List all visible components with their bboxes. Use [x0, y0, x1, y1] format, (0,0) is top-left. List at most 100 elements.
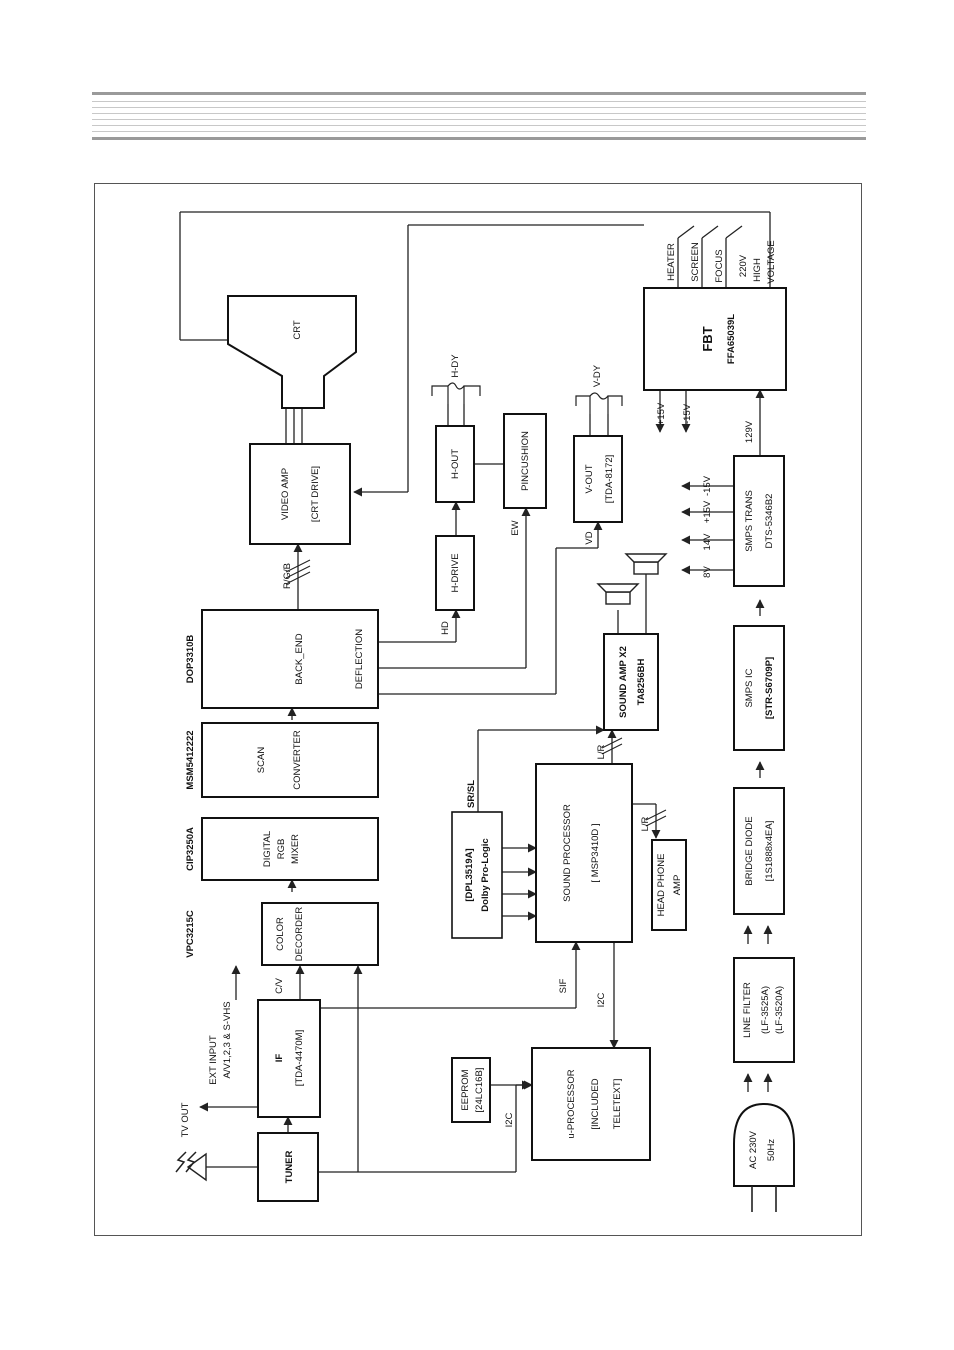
line-filter-label: LINE FILTER: [742, 982, 753, 1038]
rail-8v-label: 8V: [702, 566, 713, 578]
u-processor-label-1: u-PROCESSOR: [566, 1069, 577, 1138]
ew-label: EW: [510, 520, 521, 535]
eeprom-part: [24LC16B]: [474, 1068, 485, 1113]
h-out-block: H-OUT: [435, 425, 475, 503]
rgb-mixer-label-2: RGB: [276, 839, 287, 860]
dolby-block: [DPL3519A] Dolby Pro-Logic: [451, 811, 503, 939]
fbt-plus15v-label: +15V: [656, 402, 667, 425]
h-dy-label: H-DY: [450, 354, 461, 378]
i2c-label-b: I2C: [504, 1112, 515, 1127]
v-dy-coil: V-DY: [575, 364, 623, 414]
headphone-label-1: HEAD PHONE: [656, 854, 667, 917]
page-header-rules: [92, 92, 866, 140]
high-label: HIGH: [752, 258, 763, 282]
smps-trans-label: SMPS TRANS: [744, 490, 755, 552]
if-block: IF [TDA-4470M]: [257, 999, 321, 1118]
fbt-label: FBT: [700, 326, 715, 351]
heater-label: HEATER: [666, 243, 677, 281]
eeprom-label: EEPROM: [460, 1069, 471, 1110]
h-out-label: H-OUT: [450, 449, 461, 479]
dop-block: BACK_END DEFLECTION DOP3310B: [185, 609, 379, 709]
vd-label: VD: [584, 531, 595, 544]
v-out-block: V-OUT [TDA-8172]: [573, 435, 623, 523]
fbt-minus15v-label: -15V: [682, 403, 693, 424]
rail-plus15-label: +15V: [702, 500, 713, 523]
sound-processor-block: SOUND PROCESSOR [ MSP3410D ]: [535, 763, 633, 943]
v-out-label-2: [TDA-8172]: [604, 455, 615, 504]
v220-label: 220V: [738, 254, 749, 277]
dop-backend-label: BACK_END: [294, 633, 305, 684]
rail-minus15-label: -15V: [702, 475, 713, 496]
if-part-label: [TDA-4470M]: [294, 1030, 305, 1087]
voltage-label: VOLTAGE: [766, 240, 777, 283]
cv-label: C/V: [274, 977, 285, 994]
h-dy-coil: H-DY: [431, 354, 481, 404]
pincushion-label: PINCUSHION: [520, 431, 531, 491]
u-processor-block: u-PROCESSOR [INCLUDED TELETEXT]: [531, 1047, 651, 1161]
crt-label: CRT: [292, 320, 303, 340]
color-decoder-label-1: COLOR: [275, 917, 286, 951]
rgb-mixer-part: CIP3250A: [185, 827, 196, 871]
headphone-amp-block: HEAD PHONE AMP: [651, 839, 687, 931]
bridge-diode-part: [1S1888x4EA]: [764, 821, 775, 882]
line-filter-part-1: (LF-3525A): [760, 986, 771, 1034]
sound-amp-part: TA8256BH: [636, 658, 647, 705]
scan-converter-part: MSM5412222: [185, 730, 196, 789]
u-processor-label-3: TELETEXT]: [612, 1079, 623, 1130]
smps-trans-block: SMPS TRANS DTS-5346B2: [733, 455, 785, 587]
video-amp-label-2: [CRT DRIVE]: [310, 466, 321, 522]
dop-deflection-label: DEFLECTION: [354, 629, 365, 689]
smps-ic-part: [STR-S6709P]: [764, 657, 775, 719]
v-out-label-1: V-OUT: [584, 464, 595, 493]
fbt-block: FBT FFA65039L: [643, 287, 787, 391]
srsl-label: SR/SL: [466, 780, 477, 808]
v-dy-label: V-DY: [592, 364, 603, 387]
video-amp-block: VIDEO AMP [CRT DRIVE]: [249, 443, 351, 545]
sif-label: SIF: [558, 978, 569, 993]
hd-label: HD: [440, 621, 451, 635]
rgb-label: R/G/B: [282, 563, 293, 589]
rail-14v-label: 14V: [702, 533, 713, 551]
signal-wires: [179, 211, 773, 1173]
signal-labels: TV OUT EXT INPUT A/V1,2,3 & S-VHS C/V SI…: [180, 240, 777, 1137]
scan-converter-label-2: CONVERTER: [292, 730, 303, 790]
color-decoder-part: VPC3215C: [185, 910, 196, 958]
fbt-part: FFA65039L: [726, 314, 737, 364]
dolby-label-1: [DPL3519A]: [464, 848, 475, 901]
bridge-diode-block: BRIDGE DIODE [1S1888x4EA]: [733, 787, 785, 915]
color-decoder-block: COLOR DECORDER VPC3215C: [185, 902, 379, 966]
tv-out-label: TV OUT: [180, 1102, 191, 1137]
i2c-label-a: I2C: [596, 992, 607, 1007]
rgb-mixer-block: DIGITAL RGB MIXER CIP3250A: [185, 817, 379, 881]
lr-amp-label: L/R: [596, 744, 607, 759]
u-processor-label-2: [INCLUDED: [590, 1078, 601, 1129]
ac-label-1: AC 230V: [748, 1130, 759, 1169]
bridge-diode-label: BRIDGE DIODE: [744, 816, 755, 885]
video-amp-label-1: VIDEO AMP: [280, 468, 291, 520]
smps-trans-part: DTS-5346B2: [764, 494, 775, 549]
antenna-icon: [175, 1151, 207, 1182]
headphone-label-2: AMP: [672, 875, 683, 896]
if-label: IF: [274, 1054, 285, 1063]
eeprom-block: EEPROM [24LC16B]: [451, 1057, 491, 1123]
ext-input-label-1: EXT INPUT: [208, 1035, 219, 1085]
focus-label: FOCUS: [714, 249, 725, 282]
sound-processor-part: [ MSP3410D ]: [590, 823, 601, 882]
rgb-mixer-label-3: MIXER: [290, 834, 301, 864]
color-decoder-label-2: DECORDER: [294, 907, 305, 962]
scan-converter-block: SCAN CONVERTER MSM5412222: [185, 722, 379, 798]
smps-ic-block: SMPS IC [STR-S6709P]: [733, 625, 785, 751]
ac-label-2: 50Hz: [766, 1139, 777, 1161]
screen-label: SCREEN: [690, 242, 701, 282]
line-filter-part-2: (LF-3520A): [774, 986, 785, 1034]
ext-input-label-2: A/V1,2,3 & S-VHS: [222, 1001, 233, 1078]
scan-converter-label-1: SCAN: [256, 747, 267, 774]
h-drive-label: H-DRIVE: [450, 553, 461, 592]
speaker-icon: [596, 553, 668, 605]
ac-plug-icon: AC 230V 50Hz: [733, 1102, 795, 1212]
rgb-mixer-label-1: DIGITAL: [262, 831, 273, 867]
sound-processor-label: SOUND PROCESSOR: [562, 804, 573, 902]
v129-label: 129V: [744, 420, 755, 443]
h-drive-block: H-DRIVE: [435, 535, 475, 611]
